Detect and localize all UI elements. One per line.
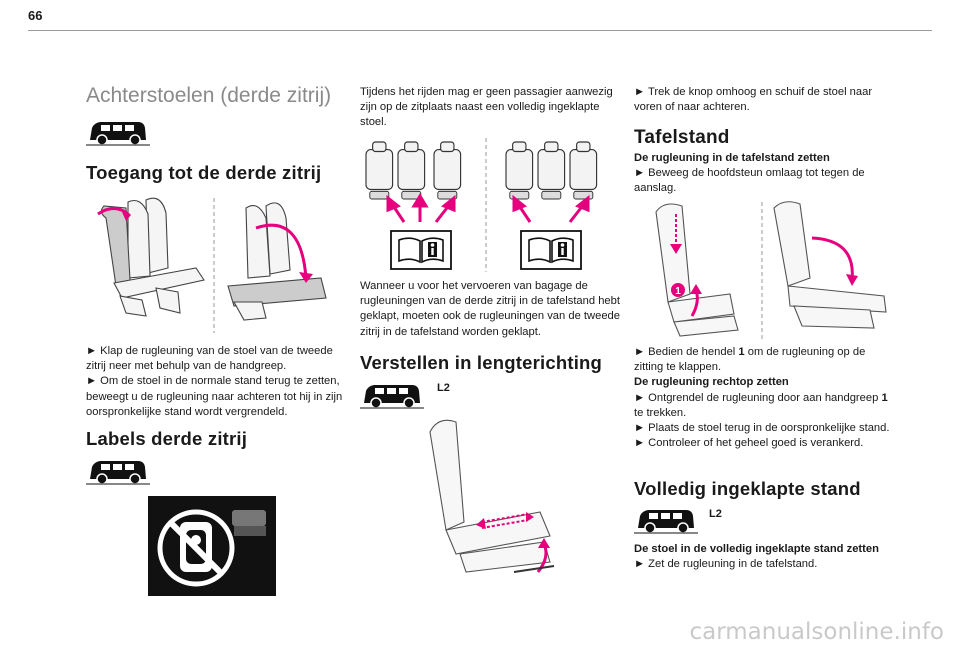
upright-subtitle: De rugleuning rechtop zetten xyxy=(634,376,789,389)
table-step-1: ► Beweeg de hoofdsteun omlaag tot tegen … xyxy=(634,167,865,195)
section-title-access: Toegang tot de derde zitrij xyxy=(86,162,322,183)
folded-step: ► Zet de rugleuning in de tafelstand. xyxy=(634,558,818,571)
warning-passenger-text: Tijdens het rijden mag er geen passagier… xyxy=(360,86,613,129)
upright-step-1: ► Ontgrendel de rugleuning door aan hand… xyxy=(634,391,888,419)
section-title-folded: Volledig ingeklapte stand xyxy=(634,478,861,499)
table-upright-block: ► Bedien de hendel 1 om de rugleuning op… xyxy=(634,345,896,451)
page-number: 66 xyxy=(28,8,43,23)
no-child-seat-label-icon xyxy=(148,496,276,596)
van-icon xyxy=(86,457,150,485)
van-icon xyxy=(634,506,698,534)
section-title-labels: Labels derde zitrij xyxy=(86,428,248,449)
book-info-icon xyxy=(390,230,452,270)
table-subtitle: De rugleuning in de tafelstand zetten xyxy=(634,152,830,164)
table-block: De rugleuning in de tafelstand zetten ► … xyxy=(634,151,896,197)
van-icon xyxy=(360,381,424,409)
page-heading: Achterstoelen (derde zitrij) xyxy=(86,84,332,107)
header-divider xyxy=(28,30,932,31)
luggage-text: Wanneer u voor het vervoeren van bagage … xyxy=(360,280,620,338)
variant-label: L2 xyxy=(437,382,450,394)
figure-fold-seat xyxy=(86,188,344,336)
van-icon xyxy=(86,118,150,146)
book-info-icon xyxy=(520,230,582,270)
upright-step-2: ► Plaats de stoel terug in de oorspronke… xyxy=(634,422,890,435)
figure-table-position: 1 xyxy=(634,198,896,340)
figure-slide-seat xyxy=(410,412,570,588)
section-title-table: Tafelstand xyxy=(634,127,730,148)
lever-step: ► Bedien de hendel 1 om de rugleuning op… xyxy=(634,346,866,374)
upright-step-3: ► Controleer of het geheel goed is veran… xyxy=(634,437,864,450)
footer-watermark: carmanualsonline.info xyxy=(689,619,944,645)
access-step-2: ► Om de stoel in de normale stand terug … xyxy=(86,375,343,418)
access-steps: ► Klap de rugleuning van de stoel van de… xyxy=(86,344,348,420)
lever-callout: 1 xyxy=(675,286,681,297)
section-title-lengthwise: Verstellen in lengterichting xyxy=(360,352,603,373)
variant-label: L2 xyxy=(709,508,722,520)
folded-subtitle: De stoel in de volledig ingeklapte stand… xyxy=(634,543,879,555)
access-step-1: ► Klap de rugleuning van de stoel van de… xyxy=(86,345,333,373)
figure-row3-labels xyxy=(358,138,612,272)
slide-instruction: ► Trek de knop omhoog en schuif de stoel… xyxy=(634,86,873,114)
folded-block: De stoel in de volledig ingeklapte stand… xyxy=(634,542,896,572)
